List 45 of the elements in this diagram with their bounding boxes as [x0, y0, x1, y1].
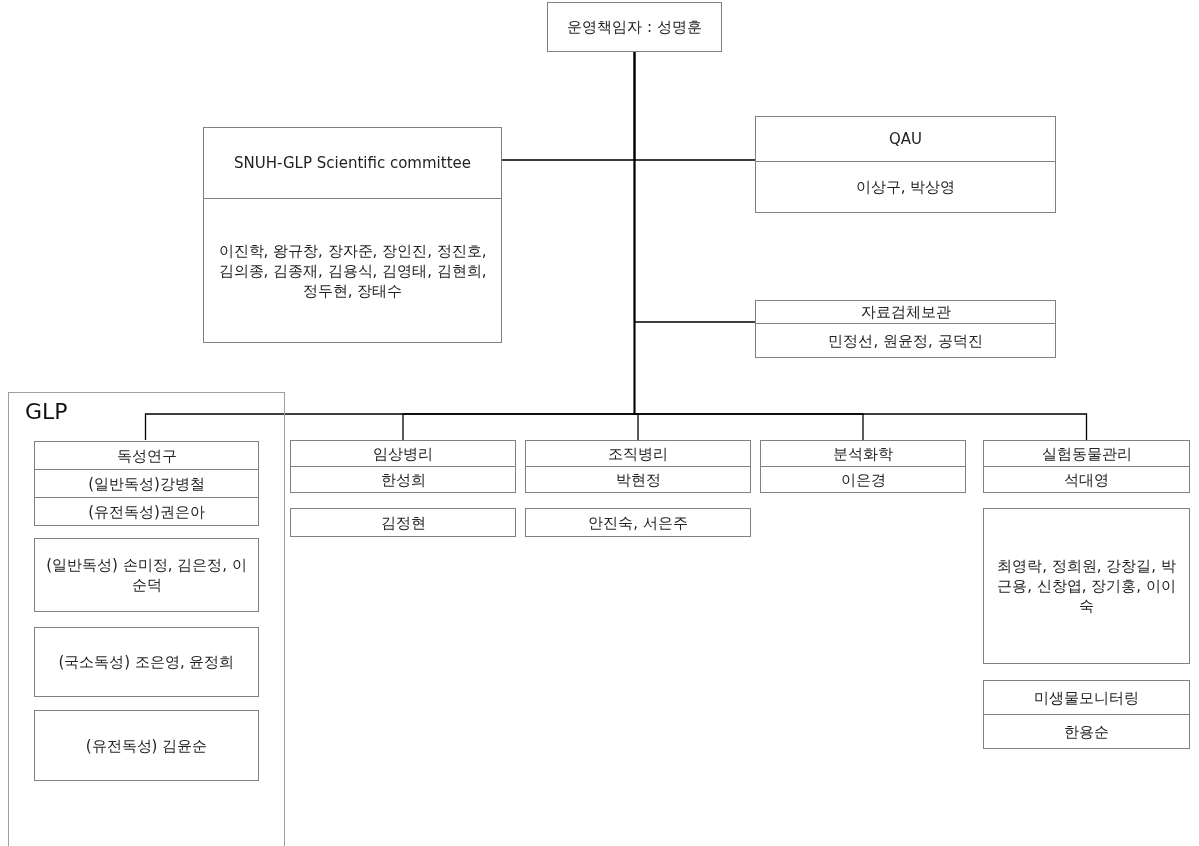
org-box — [983, 680, 1190, 749]
group-title: GLP — [25, 399, 68, 424]
member-names: (일반독성)강병철 — [35, 469, 258, 497]
org-box — [34, 710, 259, 781]
member-names: 이상구, 박상영 — [756, 161, 1055, 212]
org-box — [755, 300, 1056, 358]
unit-heading: 실험동물관리 — [1040, 443, 1133, 465]
member-names: (일반독성) 손미정, 김은정, 이순덕 — [45, 555, 248, 596]
unit-heading: 임상병리 — [372, 443, 434, 465]
member-names: 운영책임자 : 성명훈 — [566, 17, 703, 38]
member-names: 최영락, 정희원, 강창길, 박근용, 신창엽, 장기홍, 이이숙 — [996, 556, 1177, 617]
connector-line — [633, 51, 1088, 441]
group-frame — [8, 392, 285, 846]
member-names: (유전독성)권은아 — [35, 497, 258, 525]
member-names: (유전독성) 김윤순 — [84, 735, 209, 757]
member-names: 이진학, 왕규창, 장자준, 장인진, 정진호, 김의종, 김종재, 김용식, 김영태, 김현희, 정두현, 장태수 — [204, 198, 501, 342]
unit-heading: SNUH-GLP Scientific committee — [233, 153, 472, 174]
org-box — [983, 440, 1190, 493]
member-names: 안진숙, 서은주 — [587, 512, 689, 534]
org-box — [760, 440, 966, 493]
org-box — [34, 627, 259, 697]
unit-heading: 조직병리 — [607, 443, 669, 465]
org-box — [983, 508, 1190, 664]
unit-heading: 미생물모니터링 — [1033, 687, 1140, 709]
member-names: 김정현 — [379, 512, 427, 534]
org-box — [203, 127, 502, 343]
org-box — [34, 538, 259, 612]
member-names: 한용순 — [984, 714, 1189, 748]
member-names: (국소독성) 조은영, 윤정희 — [57, 652, 236, 673]
org-box — [525, 440, 751, 493]
org-box — [755, 116, 1056, 213]
unit-heading: 분석화학 — [832, 443, 894, 465]
org-box — [525, 508, 751, 537]
member-names: 박현정 — [526, 466, 750, 492]
unit-heading: 독성연구 — [115, 445, 178, 467]
org-box — [547, 2, 722, 52]
org-box — [290, 440, 516, 493]
member-names: 한성희 — [291, 466, 515, 492]
member-names: 이은경 — [761, 466, 965, 492]
member-names: 민정선, 원윤정, 공덕진 — [756, 323, 1055, 357]
org-box — [290, 508, 516, 537]
unit-heading: QAU — [887, 129, 923, 150]
org-box — [34, 441, 259, 526]
member-names: 석대영 — [984, 466, 1189, 492]
unit-heading: 자료검체보관 — [859, 302, 952, 323]
